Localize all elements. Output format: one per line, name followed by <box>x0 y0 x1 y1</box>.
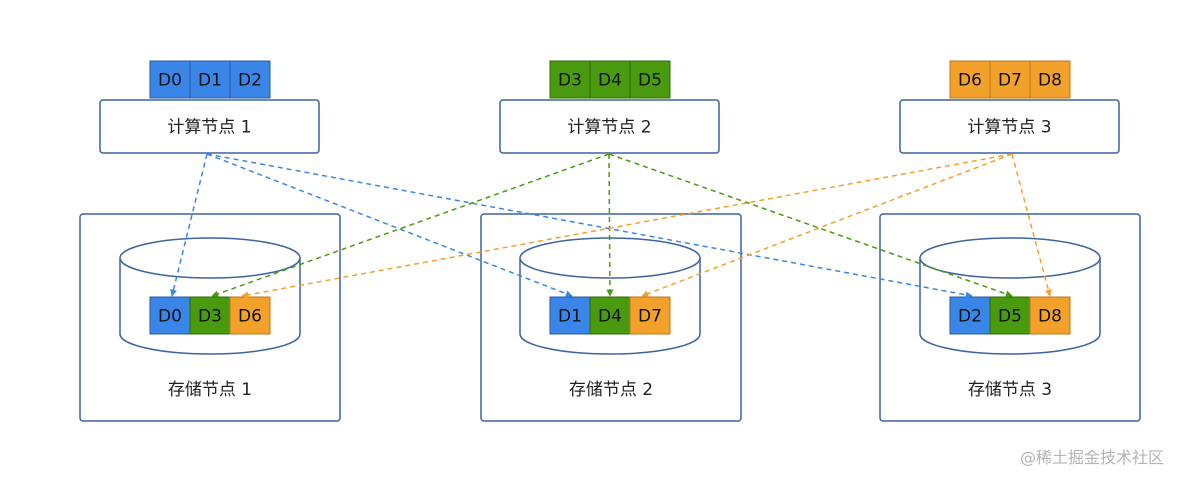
data-block-d2 <box>949 296 991 335</box>
storage-node-2: D1 D4 D7 存储节点 2 <box>480 213 742 422</box>
data-block-d8 <box>1029 60 1071 99</box>
compute-node-label: 计算节点 1 <box>167 118 251 138</box>
data-block-label: D8 <box>1038 307 1062 327</box>
data-block-label: D1 <box>198 71 222 91</box>
storage-node-3: D2 D5 D8 存储节点 3 <box>879 213 1141 422</box>
data-block-label: D0 <box>158 71 182 91</box>
data-block-d7 <box>989 60 1031 99</box>
data-block-d1 <box>189 60 231 99</box>
data-block-d0 <box>149 296 191 335</box>
disk-cylinder-top <box>919 237 1101 279</box>
compute-node-3: D6 D7 D8 计算节点 3 <box>899 60 1120 154</box>
compute-node-box <box>99 99 320 154</box>
watermark: @稀土掘金技术社区 <box>1020 448 1165 467</box>
data-block-label: D5 <box>638 71 662 91</box>
compute-node-1: D0 D1 D2 计算节点 1 <box>99 60 320 154</box>
storage-node-label: 存储节点 3 <box>968 380 1052 400</box>
arrow-compute-1-to-storage-2 <box>206 153 573 297</box>
arrow-compute-3-to-storage-2 <box>641 153 1013 298</box>
data-block-label: D6 <box>238 307 262 327</box>
data-block-d0 <box>149 60 191 99</box>
data-block-label: D7 <box>998 71 1022 91</box>
compute-node-box <box>499 99 720 154</box>
arrow-compute-3-to-storage-3 <box>1011 153 1052 297</box>
compute-node-label: 计算节点 2 <box>567 118 651 138</box>
data-block-label: D7 <box>638 307 662 327</box>
data-block-label: D6 <box>958 71 982 91</box>
data-block-label: D2 <box>238 71 262 91</box>
data-block-label: D5 <box>998 307 1022 327</box>
compute-node-label: 计算节点 3 <box>967 118 1051 138</box>
storage-node-label: 存储节点 1 <box>168 380 252 400</box>
data-block-d3 <box>189 296 231 335</box>
data-block-d3 <box>549 60 591 99</box>
data-block-d4 <box>589 60 631 99</box>
data-block-d6 <box>949 60 991 99</box>
data-block-label: D4 <box>598 71 622 91</box>
data-block-label: D8 <box>1038 71 1062 91</box>
data-block-label: D3 <box>198 307 222 327</box>
arrow-compute-1-to-storage-1 <box>170 153 208 297</box>
data-block-label: D3 <box>558 71 582 91</box>
data-block-d4 <box>589 296 631 335</box>
data-block-d6 <box>229 296 271 335</box>
arrow-compute-1-to-storage-3 <box>206 153 973 299</box>
arrow-compute-2-to-storage-2 <box>606 153 614 297</box>
disk-cylinder-top <box>119 237 301 279</box>
data-block-d1 <box>549 296 591 335</box>
storage-node-label: 存储节点 2 <box>569 380 653 400</box>
data-block-label: D1 <box>558 307 582 327</box>
compute-node-box <box>899 99 1120 154</box>
arrow-compute-2-to-storage-1 <box>211 153 610 298</box>
data-block-d8 <box>1029 296 1071 335</box>
arrow-compute-3-to-storage-1 <box>241 153 1013 299</box>
compute-node-2: D3 D4 D5 计算节点 2 <box>499 60 720 154</box>
data-block-d7 <box>629 296 671 335</box>
data-block-label: D0 <box>158 307 182 327</box>
data-block-d2 <box>229 60 271 99</box>
data-block-label: D2 <box>958 307 982 327</box>
data-block-d5 <box>629 60 671 99</box>
data-block-label: D4 <box>598 307 622 327</box>
storage-node-1: D0 D3 D6 存储节点 1 <box>79 213 341 422</box>
